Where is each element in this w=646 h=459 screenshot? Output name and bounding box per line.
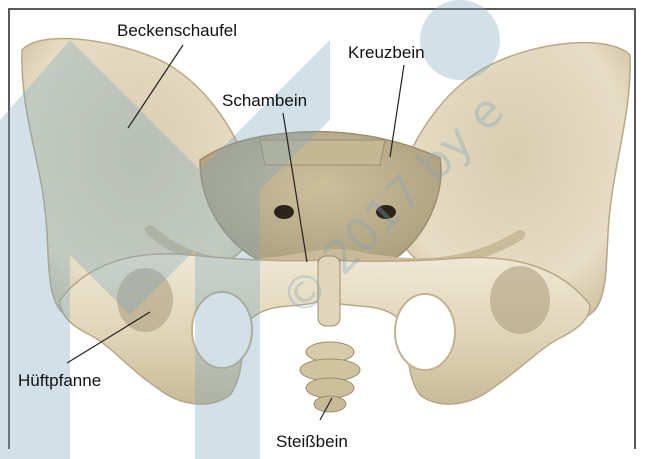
label-hueftpfanne: Hüftpfanne	[18, 372, 101, 389]
label-beckenschaufel: Beckenschaufel	[117, 22, 237, 39]
label-kreuzbein: Kreuzbein	[348, 44, 425, 61]
label-schambein: Schambein	[222, 92, 307, 109]
right-pubis	[326, 258, 590, 405]
label-steissbein: Steißbein	[276, 433, 348, 450]
